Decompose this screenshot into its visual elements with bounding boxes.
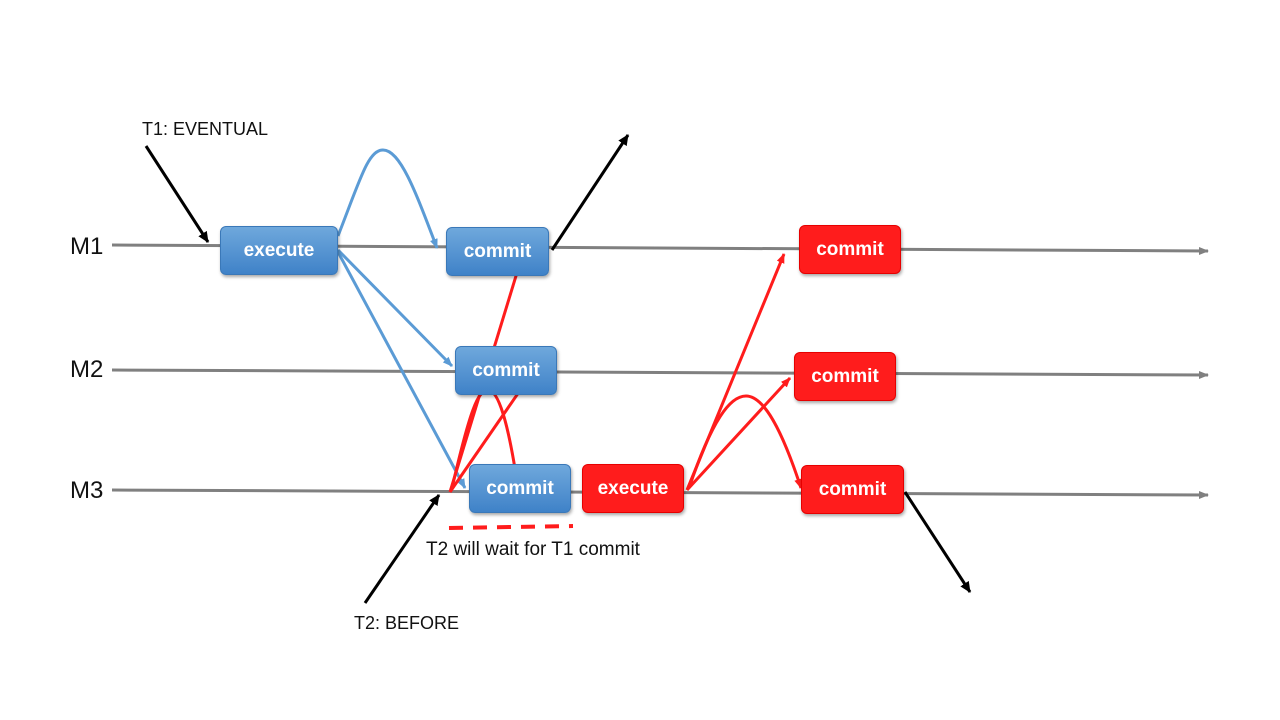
t2-output-arrow [903, 491, 972, 593]
machine-label-m2: M2 [70, 356, 104, 383]
t2-wait-arrow-to-m2 [448, 375, 532, 493]
t2-label: T2: BEFORE [354, 613, 460, 633]
t2-execute-box: execute [582, 464, 684, 513]
wait-note: T2 will wait for T1 commit [426, 539, 640, 560]
machine-label-m1: M1 [70, 233, 104, 260]
t1-arrow-to-commit-m3 [336, 251, 467, 489]
t1-output-arrow [550, 134, 630, 251]
t2-input-arrow [363, 494, 441, 604]
t2-arrow-to-commit-m3 [687, 394, 803, 489]
t1-input-arrow [144, 145, 210, 243]
t2-arrow-to-commit-m2 [685, 376, 792, 492]
t1-commit-m3-box: commit [469, 464, 571, 513]
t2-commit-m3-box: commit [801, 465, 904, 514]
machine-label-m3: M3 [70, 477, 104, 504]
t1-commit-m2-box: commit [455, 346, 557, 395]
t1-commit-m1-box: commit [446, 227, 549, 276]
t2-commit-m1-box: commit [799, 225, 901, 274]
t1-label: T1: EVENTUAL [142, 119, 269, 139]
timeline-m2 [111, 368, 1209, 379]
t2-wait-dashed-line [448, 524, 574, 530]
t2-commit-m2-box: commit [794, 352, 896, 401]
t1-arrow-to-commit-m2 [336, 248, 454, 368]
t1-execute-box: execute [220, 226, 338, 275]
t1-arrow-to-commit-m1 [336, 148, 439, 249]
